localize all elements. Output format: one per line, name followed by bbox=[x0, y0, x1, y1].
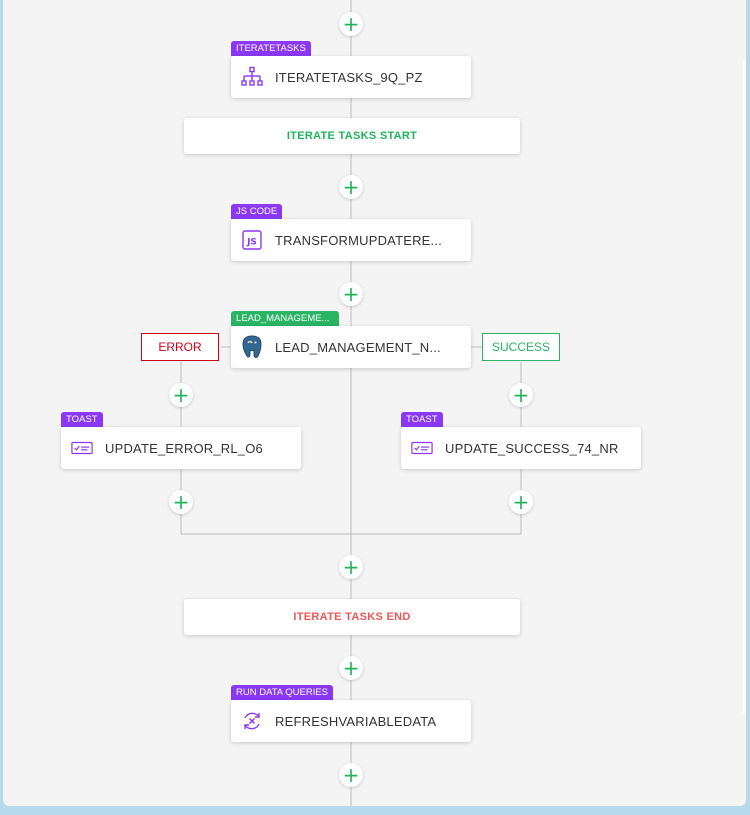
add-step-button-error-branch[interactable]: + bbox=[169, 383, 193, 407]
postgres-elephant-icon bbox=[241, 335, 263, 358]
add-step-button[interactable]: + bbox=[339, 763, 363, 787]
refresh-variable-icon bbox=[241, 710, 263, 732]
svg-text:JS: JS bbox=[246, 238, 257, 248]
hierarchy-icon bbox=[241, 66, 263, 88]
add-step-button-error-branch[interactable]: + bbox=[169, 490, 193, 514]
iterate-tasks-node[interactable]: ITERATETASKS_9Q_PZ bbox=[231, 56, 471, 98]
node-type-tag: ITERATETASKS bbox=[231, 41, 311, 56]
node-label: REFRESHVARIABLEDATA bbox=[275, 713, 437, 729]
add-step-button[interactable]: + bbox=[339, 12, 363, 36]
node-type-tag: RUN DATA QUERIES bbox=[231, 685, 334, 700]
add-step-button-success-branch[interactable]: + bbox=[509, 490, 533, 514]
node-label: TRANSFORMUPDATERE... bbox=[275, 232, 442, 248]
js-code-node[interactable]: JS TRANSFORMUPDATERE... bbox=[231, 219, 471, 261]
success-branch-label[interactable]: SUCCESS bbox=[482, 333, 560, 361]
add-step-button[interactable]: + bbox=[339, 656, 363, 680]
node-type-tag: LEAD_MANAGEME... bbox=[231, 311, 339, 326]
node-label: LEAD_MANAGEMENT_N... bbox=[275, 339, 441, 355]
toast-error-node[interactable]: UPDATE_ERROR_RL_O6 bbox=[61, 427, 301, 469]
add-step-button[interactable]: + bbox=[339, 555, 363, 579]
node-label: ITERATETASKS_9Q_PZ bbox=[275, 69, 423, 85]
toast-icon bbox=[411, 437, 433, 459]
node-type-tag: TOAST bbox=[61, 412, 103, 427]
node-label: UPDATE_ERROR_RL_O6 bbox=[105, 440, 263, 456]
refresh-variable-data-node[interactable]: REFRESHVARIABLEDATA bbox=[231, 700, 471, 742]
toast-success-node[interactable]: UPDATE_SUCCESS_74_NR bbox=[401, 427, 641, 469]
workflow-canvas[interactable]: + + + + + + + + + + ITERATETASKS ITERATE… bbox=[3, 0, 746, 806]
iterate-tasks-end-banner: ITERATE TASKS END bbox=[184, 599, 520, 635]
node-label: UPDATE_SUCCESS_74_NR bbox=[445, 440, 619, 456]
toast-icon bbox=[71, 437, 93, 459]
vertical-scrollbar[interactable] bbox=[743, 60, 746, 715]
js-icon: JS bbox=[241, 229, 263, 251]
lead-management-node[interactable]: LEAD_MANAGEMENT_N... bbox=[231, 326, 471, 368]
node-type-tag: JS CODE bbox=[231, 204, 283, 219]
node-type-tag: TOAST bbox=[401, 412, 443, 427]
add-step-button[interactable]: + bbox=[339, 282, 363, 306]
error-branch-label[interactable]: ERROR bbox=[141, 333, 219, 361]
add-step-button[interactable]: + bbox=[339, 175, 363, 199]
add-step-button-success-branch[interactable]: + bbox=[509, 383, 533, 407]
iterate-tasks-start-banner: ITERATE TASKS START bbox=[184, 118, 520, 154]
